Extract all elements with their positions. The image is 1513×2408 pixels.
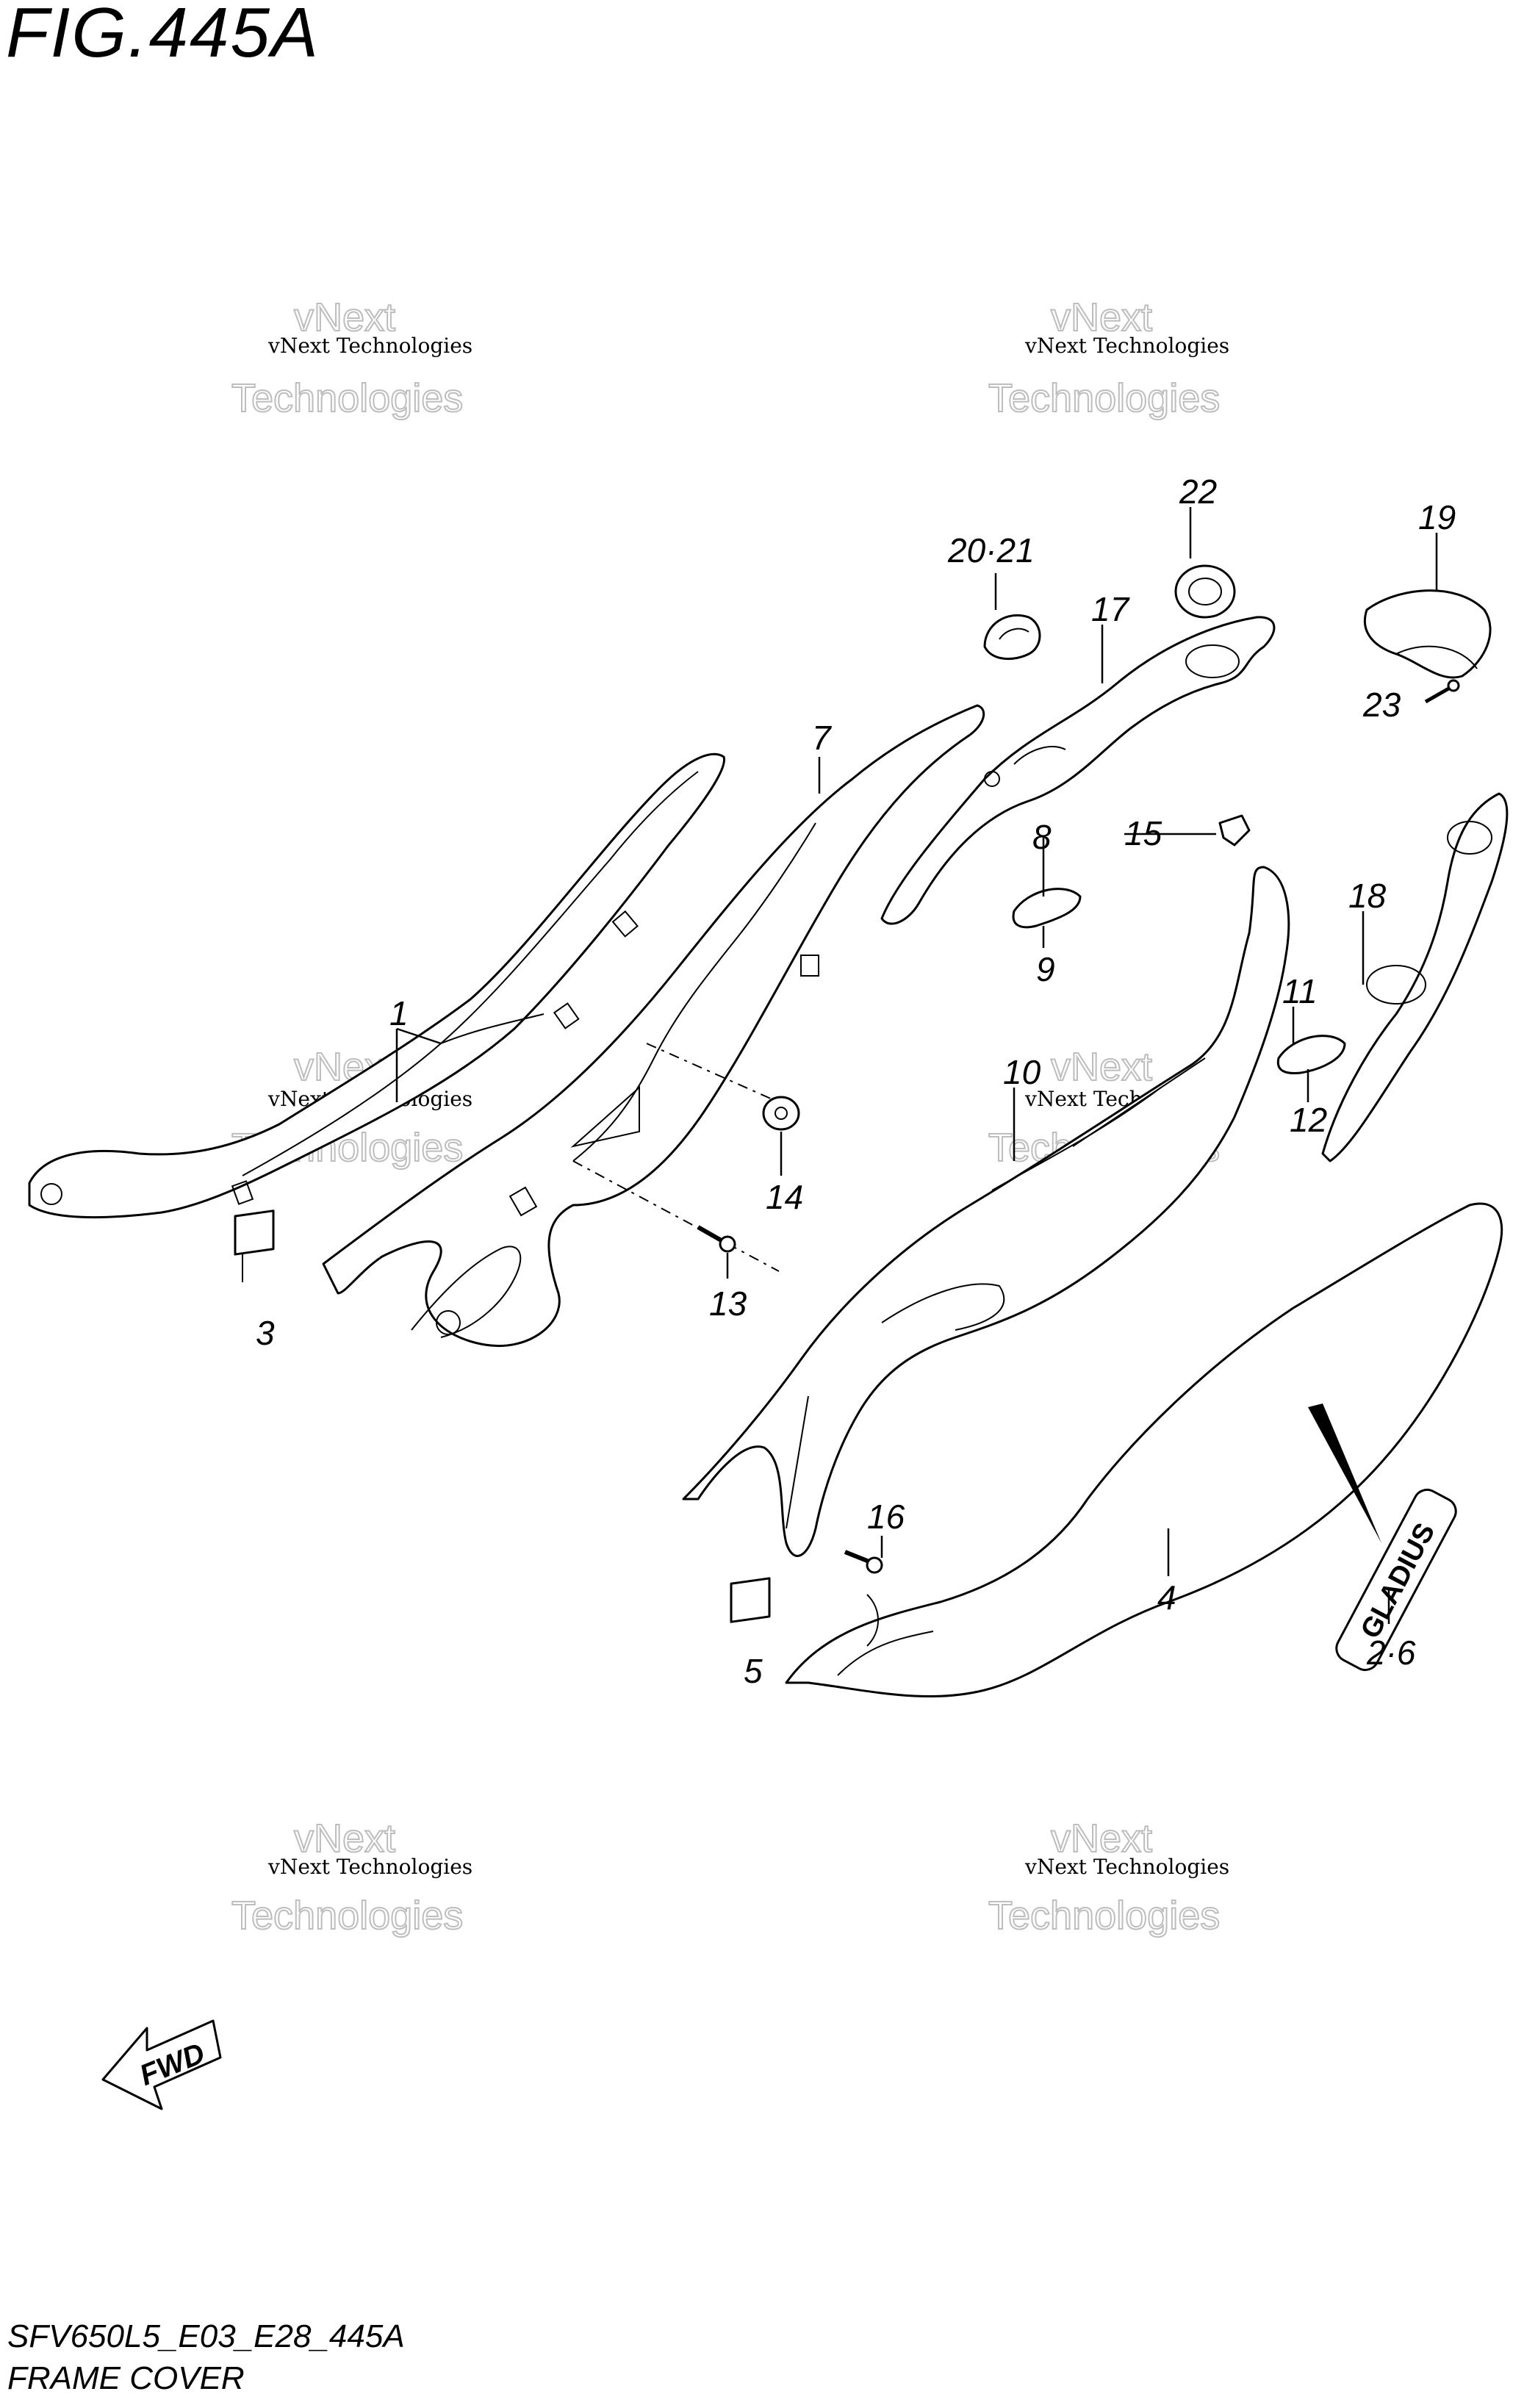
callout-4: 4 <box>1157 1578 1176 1617</box>
watermark-top-right: vNext vNext Technologies Technologies <box>988 295 1229 421</box>
callout-15: 15 <box>1124 814 1162 852</box>
callout-2-6: 2·6 <box>1366 1634 1416 1672</box>
part-10-frame-cover-center[interactable] <box>682 866 1290 1557</box>
emblem-pointer <box>1308 1404 1381 1543</box>
svg-text:vNext Technologies: vNext Technologies <box>1024 1855 1229 1879</box>
callout-labels: 1 2·6 3 4 5 7 8 9 10 11 12 13 14 15 16 1… <box>256 472 1456 1690</box>
part-15-clip[interactable] <box>1218 814 1251 847</box>
callout-20-21: 20·21 <box>947 531 1035 569</box>
callout-7: 7 <box>812 719 832 757</box>
callout-9: 9 <box>1036 950 1055 988</box>
part-4-frame-cover-outer[interactable] <box>785 1202 1503 1698</box>
svg-text:vNext Technologies: vNext Technologies <box>1024 334 1229 358</box>
part-22-grommet[interactable] <box>1174 564 1236 619</box>
callout-12: 12 <box>1290 1101 1327 1139</box>
svg-text:vNext: vNext <box>294 1816 395 1861</box>
figure-title: FIG.445A <box>6 0 320 72</box>
callout-10: 10 <box>1003 1053 1041 1091</box>
svg-text:Technologies: Technologies <box>231 376 463 420</box>
callout-18: 18 <box>1348 877 1387 915</box>
figure-caption: FRAME COVER <box>7 2360 245 2396</box>
svg-text:vNext Technologies: vNext Technologies <box>267 334 472 358</box>
svg-text:vNext: vNext <box>294 295 395 339</box>
part-23-screw[interactable] <box>1424 679 1460 704</box>
part-3-label[interactable] <box>234 1210 275 1282</box>
model-code: SFV650L5_E03_E28_445A <box>7 2318 405 2354</box>
callout-5: 5 <box>744 1652 763 1690</box>
callout-23: 23 <box>1362 686 1401 724</box>
svg-text:vNext: vNext <box>1051 295 1152 339</box>
svg-text:vNext Technologies: vNext Technologies <box>267 1855 472 1879</box>
part-18-rear-frame-cover[interactable] <box>1321 792 1509 1162</box>
part-19-tail-cover[interactable] <box>1363 589 1492 679</box>
part-20-21-cushion[interactable] <box>983 614 1041 661</box>
leader-lines <box>395 507 1438 1624</box>
callout-11: 11 <box>1282 972 1318 1010</box>
callout-1: 1 <box>389 994 409 1032</box>
callout-17: 17 <box>1091 590 1130 628</box>
watermark-bottom-right: vNext vNext Technologies Technologies <box>988 1816 1229 1938</box>
callout-14: 14 <box>766 1178 803 1216</box>
watermark-bottom-left: vNext vNext Technologies Technologies <box>231 1816 472 1938</box>
part-14-grommet[interactable] <box>762 1096 800 1131</box>
part-5-label[interactable] <box>730 1577 771 1623</box>
svg-text:Technologies: Technologies <box>231 1894 463 1938</box>
callout-22: 22 <box>1179 472 1217 511</box>
svg-text:vNext: vNext <box>1051 1045 1152 1089</box>
svg-text:Technologies: Technologies <box>988 376 1220 420</box>
svg-text:vNext: vNext <box>1051 1816 1152 1861</box>
callout-19: 19 <box>1418 498 1456 536</box>
fwd-direction-arrow: FWD <box>101 2019 222 2110</box>
part-13-screw[interactable] <box>697 1225 736 1253</box>
callout-13: 13 <box>709 1284 747 1323</box>
part-1-frame-cover-left[interactable] <box>28 752 726 1219</box>
callout-3: 3 <box>256 1314 275 1352</box>
part-11-12-cushion[interactable] <box>1276 1035 1346 1074</box>
part-16-screw[interactable] <box>844 1550 883 1574</box>
part-7-frame-cover-inner-left[interactable] <box>322 704 985 1347</box>
callout-8: 8 <box>1032 818 1052 856</box>
svg-text:Technologies: Technologies <box>988 1894 1220 1938</box>
callout-16: 16 <box>867 1498 905 1536</box>
part-8-9-cushion[interactable] <box>1012 888 1082 929</box>
watermark-top-left: vNext vNext Technologies Technologies <box>231 295 472 421</box>
part-17-upper-frame-cover[interactable] <box>880 616 1276 925</box>
